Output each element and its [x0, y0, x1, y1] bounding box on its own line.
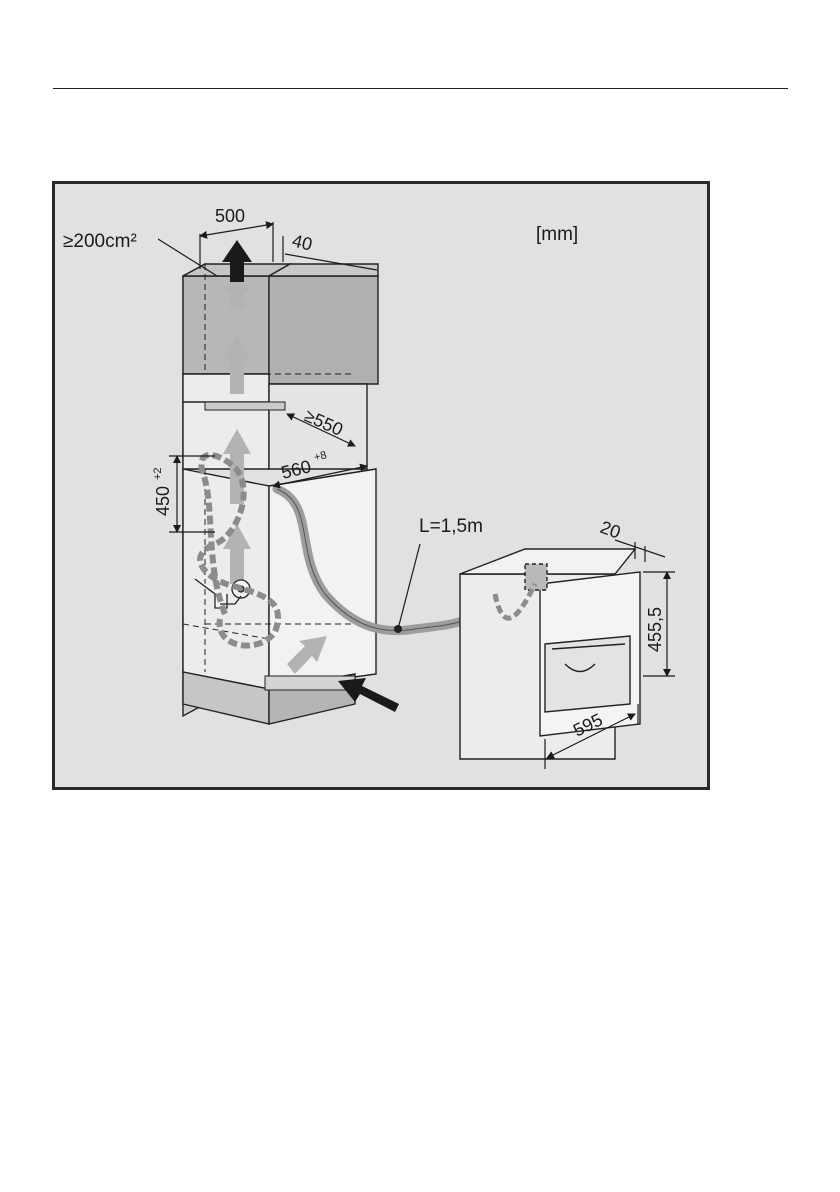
niche-height-label: 450 [153, 486, 173, 516]
unit-label: [mm] [536, 224, 578, 245]
header-rule [53, 88, 788, 89]
vent-area-label: ≥200cm² [63, 231, 137, 252]
rear-gap-label: 40 [290, 230, 314, 254]
cable-length-label: L=1,5m [419, 516, 483, 537]
front-depth-label: 20 [598, 517, 624, 543]
width-top-label: 500 [215, 206, 245, 226]
appliance-niche [183, 374, 269, 469]
installation-diagram-svg: ≥200cm² 500 40 [mm] ≥550 560 +8 450 +2 L… [55, 184, 707, 787]
appliance [460, 549, 640, 759]
niche-height-tolerance: +2 [152, 467, 164, 480]
installation-diagram: ≥200cm² 500 40 [mm] ≥550 560 +8 450 +2 L… [52, 181, 710, 790]
appliance-height-label: 455,5 [645, 607, 665, 652]
